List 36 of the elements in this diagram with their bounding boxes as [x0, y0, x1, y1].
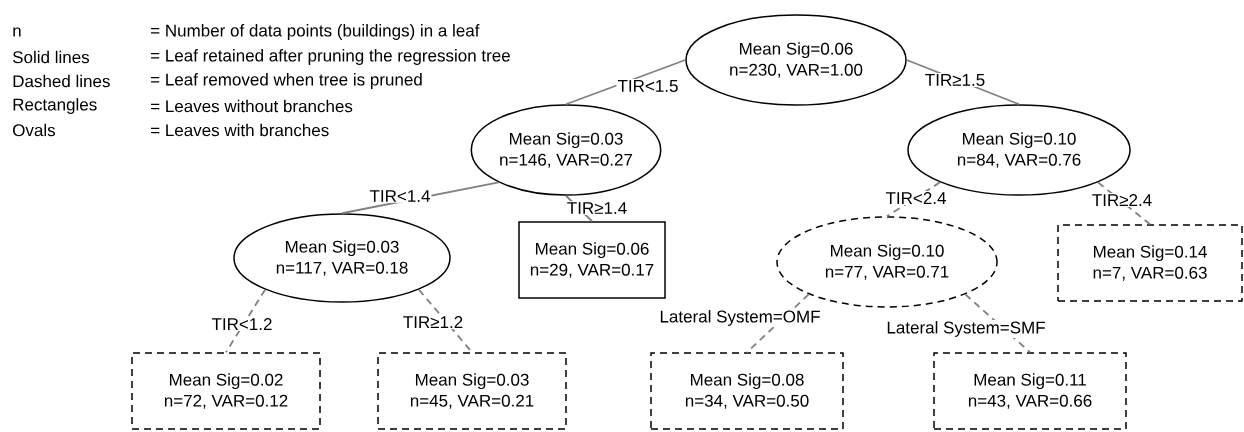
oval-node: Mean Sig=0.06 n=230, VAR=1.00 [685, 14, 907, 106]
oval-node: Mean Sig=0.03 n=117, VAR=0.18 [233, 213, 451, 303]
connector-line [964, 293, 1031, 354]
oval-node: Mean Sig=0.10 n=77, VAR=0.71 [776, 216, 998, 308]
oval-node: Mean Sig=0.03 n=146, VAR=0.27 [470, 104, 662, 196]
rectangle-node: Mean Sig=0.06 n=29, VAR=0.17 [518, 221, 666, 299]
key-term: Rectangles [13, 98, 97, 114]
edge-label: TIR<1.4 [368, 189, 432, 203]
edge-label: Lateral System=SMF [885, 320, 1047, 338]
connector-line [565, 59, 687, 106]
rectangle-node: Mean Sig=0.11 n=43, VAR=0.66 [933, 352, 1127, 430]
rectangle-node: Mean Sig=0.14 n=7, VAR=0.63 [1057, 224, 1243, 302]
key-term: Ovals [13, 123, 56, 137]
key-term: n [13, 27, 21, 37]
connector-line [1097, 181, 1151, 226]
edge-label: TIR≥2.4 [1090, 193, 1154, 207]
edge-label: TIR<1.5 [616, 79, 680, 93]
rectangle-node: Mean Sig=0.02 n=72, VAR=0.12 [131, 352, 321, 430]
key-term: Solid lines [13, 50, 90, 64]
key-term: Dashed lines [13, 74, 110, 88]
connector-line [225, 288, 266, 354]
key-definition: = Leaves without branches [151, 99, 353, 113]
edge-label: TIR≥1.5 [923, 73, 987, 87]
edge-label: Lateral System=OMF [658, 309, 822, 327]
key-definition: = Number of data points (buildings) in a leaf [151, 24, 480, 40]
edge-label: TIR<1.2 [210, 317, 274, 331]
connector-line [886, 181, 941, 218]
edge-label: TIR≥1.2 [401, 315, 465, 329]
key-definition: = Leaves with branches [151, 123, 329, 137]
key-definition: = Leaf removed when tree is pruned [151, 73, 422, 89]
rectangle-node: Mean Sig=0.08 n=34, VAR=0.50 [650, 352, 844, 430]
rectangle-node: Mean Sig=0.03 n=45, VAR=0.21 [377, 352, 567, 430]
connector-line [746, 293, 810, 354]
key-definition: = Leaf retained after pruning the regression tree [151, 49, 510, 65]
edge-label: TIR≥1.4 [565, 201, 629, 215]
edge-label: TIR<2.4 [884, 191, 948, 205]
